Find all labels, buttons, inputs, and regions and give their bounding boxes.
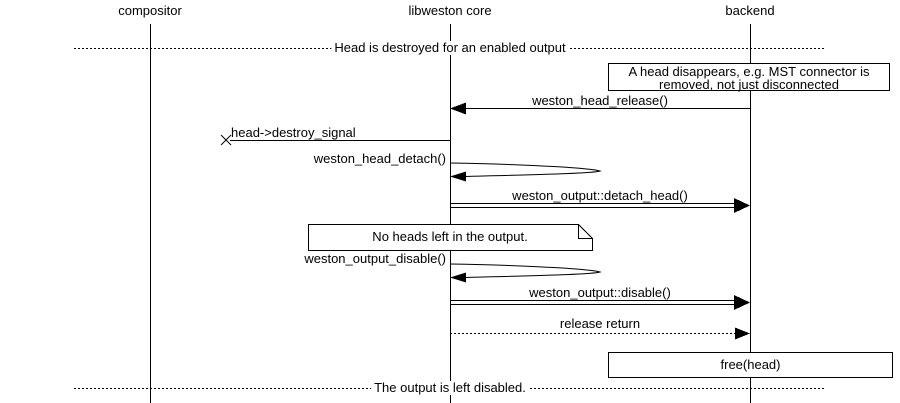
arrow-weston-head-detach-self xyxy=(449,162,602,182)
arrow-weston-output-detach-head xyxy=(450,198,750,213)
divider-output-left-disabled: The output is left disabled. xyxy=(371,381,529,395)
label-weston-output-detach-head: weston_output::detach_head() xyxy=(512,188,688,203)
participant-libweston-core: libweston core xyxy=(408,3,492,18)
note-head-disappears-line1: A head disappears, e.g. MST connector is xyxy=(628,64,870,79)
note-no-heads-text: No heads left in the output. xyxy=(372,229,528,244)
arrow-release-return xyxy=(450,327,750,340)
box-free-head: free(head) xyxy=(608,352,893,378)
note-fold-icon xyxy=(578,224,593,239)
arrow-weston-head-release xyxy=(450,102,750,115)
label-weston-output-disable-vfunc: weston_output::disable() xyxy=(529,285,671,300)
label-weston-output-disable-fn: weston_output_disable() xyxy=(304,251,446,266)
label-release-return: release return xyxy=(559,316,641,331)
note-head-disappears-line2: removed, not just disconnected xyxy=(659,77,839,92)
note-head-disappears: A head disappears, e.g. MST connector is… xyxy=(608,63,890,91)
box-free-head-text: free(head) xyxy=(720,357,781,372)
arrow-head-destroy-signal xyxy=(220,134,450,146)
arrow-weston-output-disable-call xyxy=(450,295,750,310)
participant-compositor: compositor xyxy=(118,3,182,18)
participant-backend: backend xyxy=(725,3,775,18)
label-head-destroy-signal: head->destroy_signal xyxy=(231,125,356,140)
divider-head-destroyed: Head is destroyed for an enabled output xyxy=(331,41,569,55)
arrow-weston-output-disable-self xyxy=(449,263,602,283)
label-weston-head-release: weston_head_release() xyxy=(532,93,668,108)
note-no-heads-shape xyxy=(308,224,593,251)
label-weston-head-detach: weston_head_detach() xyxy=(313,151,446,166)
